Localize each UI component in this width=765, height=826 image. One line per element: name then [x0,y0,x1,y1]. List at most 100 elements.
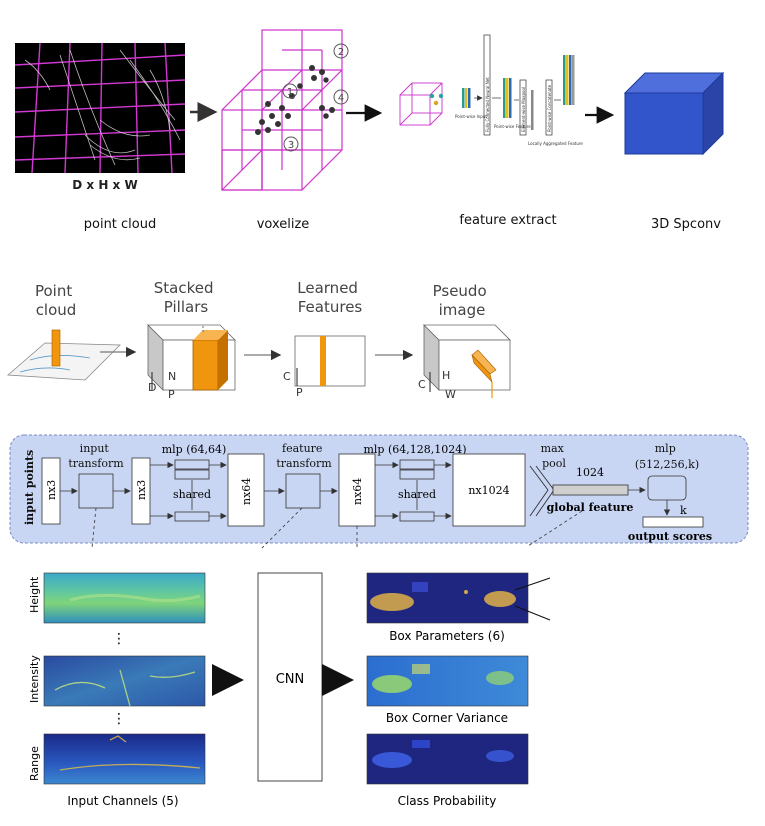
axis-p-2: P [296,386,303,399]
pp-stacked-label: Stacked [154,279,214,297]
mlp3-box [647,475,687,501]
fe-label-input: Point-wise Input [455,114,487,119]
pp-learned-label: Learned [297,279,358,297]
pp-point-label: Point [35,282,72,300]
fe-voxel [399,82,443,126]
voxel-points [255,65,335,135]
pointnet-panel: input points nx3 input transform nx3 mlp… [9,434,749,544]
voxel-number-1: 1 [287,87,293,98]
pillar [51,329,61,367]
input-transform-box [78,473,114,509]
nx64-a-box [227,453,265,527]
svg-text:mlp (512,256,k): mlp (512,256,k) [635,442,699,471]
input-channels-caption: Input Channels (5) [67,794,178,808]
input-transform-l1: input [80,442,110,455]
dots-1: ⋮ [112,631,126,647]
input-channels-group: Height ⋮ Intensity ⋮ Range Input Channel… [28,572,206,808]
svg-text:Learned Features: Learned Features [297,279,362,316]
point-cloud-voxel-grid [14,42,186,174]
max-label: max [541,442,565,455]
range-channel-image [43,733,206,785]
feature-transform-l1: feature [282,442,322,455]
point-cloud-caption: point cloud [84,217,157,232]
lidar-points [24,49,181,166]
spconv-caption: 3D Spconv [651,217,721,232]
axis-w: W [445,388,456,401]
feature-extract-caption: feature extract [459,213,556,228]
axis-d: D [148,381,156,394]
range-label: Range [28,746,41,781]
panel-connectors [91,507,583,549]
ground-plane [7,342,121,381]
pool-label: pool [542,457,566,470]
spconv-cube [623,71,725,156]
dims-label: D x H x W [72,178,137,192]
stacked-pillar-slab [192,339,219,391]
nx64-b-label: nx64 [351,478,364,505]
mlp3-l2: (512,256,k) [635,458,699,471]
voxelize-group: 1 2 3 4 voxelize [221,29,349,232]
mlp1-label: mlp (64,64) [162,443,227,456]
nx1024-label: nx1024 [468,484,509,497]
pp-cloud-label: cloud [36,301,77,319]
nx3-a-label: nx3 [45,480,58,500]
svg-text:max pool: max pool [541,442,568,470]
mlp3-l1: mlp [655,442,676,455]
nx64-a-label: nx64 [240,478,253,505]
pp-image-label: image [439,301,486,319]
max-pool-chevron [529,465,549,517]
global-feature-label: global feature [547,501,634,514]
fe-label-fcn: Fully Connected Neural Net [485,77,490,132]
box-parameters-caption: Box Parameters (6) [389,629,505,643]
pp-features-label: Features [298,298,363,316]
svg-text:Pseudo image: Pseudo image [433,282,492,319]
height-channel-image [43,572,206,624]
axis-c: C [283,370,291,383]
fe-label-agg: Locally Aggregated Feature [528,141,583,146]
intensity-channel-image [43,655,206,707]
svg-text:C P: C P [283,370,303,399]
voxel-number-2: 2 [338,47,344,58]
axis-p: P [168,388,175,401]
mlp2-label: mlp (64,128,1024) [363,443,466,456]
cnn-box [257,572,323,782]
nx64-b-box [338,453,376,527]
feature-transform-box [285,473,321,509]
pp-pillars-label: Pillars [164,298,209,316]
voxel-grid-3d [221,29,343,191]
svg-text:input transform: input transform [68,442,124,470]
intensity-label: Intensity [28,655,41,703]
k-label: k [680,504,687,517]
input-transform-l2: transform [68,457,124,470]
voxelize-caption: voxelize [257,217,310,232]
voxel-number-circles [282,43,349,152]
pseudo-image-box [438,339,511,391]
fe-label-maxpool: Element-wise Maxpool [521,87,526,132]
n1024-label: 1024 [576,466,604,479]
global-feature-bar [552,484,629,496]
fe-label-pw-feature: Point-wise Feature [494,124,531,129]
class-probability-caption: Class Probability [398,794,497,808]
feature-extract-group: Fully Connected Neural Net Element-wise … [399,34,583,228]
shared1-label: shared [173,488,211,501]
axis-c-2: C [418,378,426,391]
svg-text:D N P: D N P [148,370,180,401]
dots-2: ⋮ [112,711,126,727]
outputs-group: Box Parameters (6) Box Corner Variance C… [366,572,551,808]
pp-pseudo-label: Pseudo [433,282,487,300]
nx3-b-box [131,457,151,525]
feature-transform-l2: transform [276,457,332,470]
nx1024-box [452,453,526,527]
pointpillars-group: Point cloud Stacked Pillars D N P Learne… [7,279,511,401]
axis-h: H [442,369,450,382]
svg-text:feature transform: feature transform [276,442,332,470]
cnn-label: CNN [276,672,305,687]
box-corner-variance-caption: Box Corner Variance [386,711,508,725]
output-scores-bar [642,516,704,528]
shared2-label: shared [398,488,436,501]
svg-text:Point cloud: Point cloud [35,282,77,319]
nx3-b-label: nx3 [135,480,148,500]
learned-feature-pillar [320,336,326,386]
axis-n: N [168,370,176,383]
